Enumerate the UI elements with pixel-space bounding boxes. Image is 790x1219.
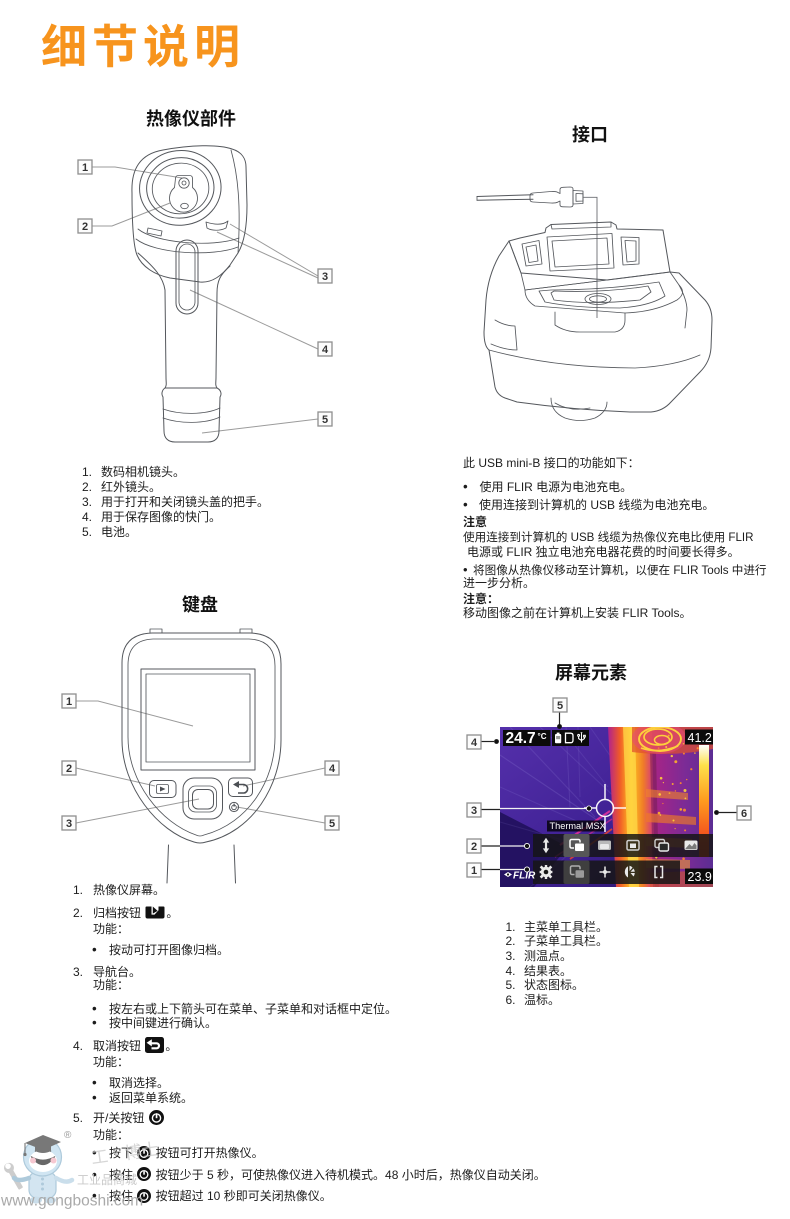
svg-text:工业品商城: 工业品商城 [77,1171,137,1188]
svg-text:3: 3 [322,271,328,283]
svg-text:FLIR: FLIR [513,871,536,882]
svg-text:41.2: 41.2 [688,731,712,745]
svg-text:3: 3 [471,805,477,817]
svg-text:5: 5 [557,700,563,712]
svg-text:工·博士: 工·博士 [89,1135,160,1169]
svg-text:www.gongboshi.com: www.gongboshi.com [0,1193,143,1210]
svg-text:4: 4 [471,737,478,749]
svg-text:2: 2 [471,841,477,853]
svg-text:3: 3 [66,818,72,830]
svg-text:5: 5 [322,414,328,426]
svg-text:4: 4 [329,763,336,775]
svg-text:24.7: 24.7 [506,730,536,747]
svg-text:1: 1 [66,696,72,708]
svg-text:23.9: 23.9 [688,870,712,884]
svg-text:®: ® [64,1130,72,1141]
svg-text:2: 2 [82,221,88,233]
svg-text:6: 6 [741,808,747,820]
svg-text:Thermal MSX: Thermal MSX [550,821,606,831]
svg-text:1: 1 [82,162,88,174]
svg-text:5: 5 [329,818,335,830]
svg-text:°C: °C [538,732,547,741]
svg-text:2: 2 [66,763,72,775]
svg-text:4: 4 [322,344,329,356]
svg-text:1: 1 [471,865,477,877]
